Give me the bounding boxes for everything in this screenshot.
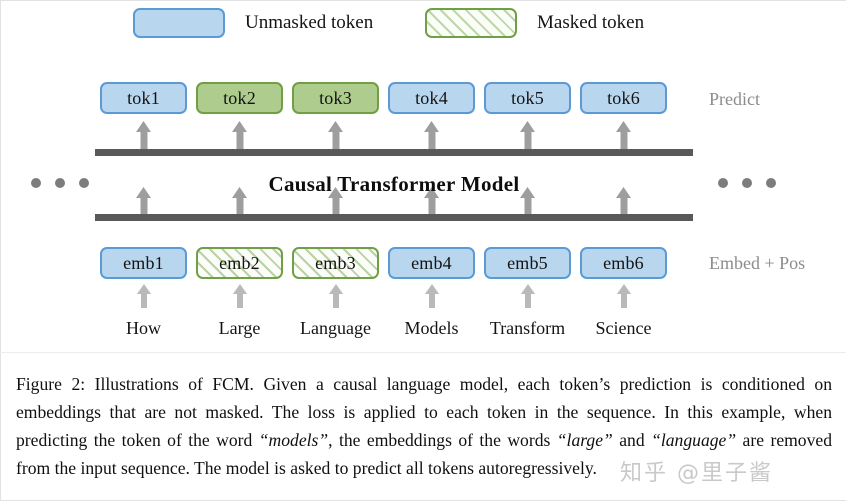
arrow-up-output-1 xyxy=(136,121,151,149)
caption-text-3: and xyxy=(612,430,652,450)
figure-caption-divider xyxy=(0,352,846,353)
word-label-5: Transform xyxy=(489,318,566,338)
side-label-predict: Predict xyxy=(709,89,760,109)
word-label-2: Large xyxy=(218,318,261,338)
token-node-6: tok6 xyxy=(580,82,667,114)
ellipsis-dot xyxy=(718,178,728,188)
token-row: tok1 tok2 tok3 tok4 tok5 tok6 xyxy=(100,82,667,114)
arrow-up-output-6 xyxy=(616,121,631,149)
embedding-row: emb1 emb2 emb3 emb4 emb5 emb6 xyxy=(100,247,667,279)
word-label-6: Science xyxy=(595,318,652,338)
legend-item-masked: Masked token xyxy=(425,8,644,38)
ellipsis-dot xyxy=(31,178,41,188)
embedding-node-6: emb6 xyxy=(580,247,667,279)
embedding-node-4: emb4 xyxy=(388,247,475,279)
arrow-up-word-6 xyxy=(617,284,631,308)
legend: Unmasked token Masked token xyxy=(0,0,846,62)
arrow-up-output-2 xyxy=(232,121,247,149)
embedding-node-5: emb5 xyxy=(484,247,571,279)
arrow-up-output-4 xyxy=(424,121,439,149)
caption-text-4: are removed from the input sequence. The… xyxy=(16,430,833,478)
caption-emphasis-large: “large” xyxy=(556,430,613,450)
transformer-bottom-bar xyxy=(95,214,693,221)
side-label-embed-pos: Embed + Pos xyxy=(709,253,806,273)
caption-text-1: Illustrations of FCM. Given a causal lan… xyxy=(16,374,832,450)
legend-label-unmasked: Unmasked token xyxy=(245,12,374,33)
arrow-up-word-2 xyxy=(233,284,247,308)
token-node-1: tok1 xyxy=(100,82,187,114)
fcm-diagram: tok1 tok2 tok3 tok4 tok5 tok6 xyxy=(31,82,806,339)
figure-caption: Figure 2: Illustrations of FCM. Given a … xyxy=(16,370,832,482)
token-node-4: tok4 xyxy=(388,82,475,114)
word-label-4: Models xyxy=(404,318,459,338)
arrow-up-word-3 xyxy=(329,284,343,308)
ellipsis-dot xyxy=(766,178,776,188)
ellipsis-left xyxy=(31,178,89,188)
caption-emphasis-models: “models” xyxy=(258,430,329,450)
word-label-3: Language xyxy=(300,318,371,338)
ellipsis-dot xyxy=(742,178,752,188)
embedding-node-1: emb1 xyxy=(100,247,187,279)
caption-emphasis-language: “language” xyxy=(651,430,737,450)
legend-label-masked: Masked token xyxy=(537,12,645,33)
transformer-top-bar xyxy=(95,149,693,156)
watermark: 知乎 @里子酱 xyxy=(620,461,773,486)
page-frame-left xyxy=(0,0,1,501)
ellipsis-right xyxy=(718,178,776,188)
model-label: Causal Transformer Model xyxy=(268,172,520,196)
word-row: How Large Language Models Transform Scie… xyxy=(100,318,667,339)
token-node-3: tok3 xyxy=(292,82,379,114)
legend-item-unmasked: Unmasked token xyxy=(133,8,373,38)
embedding-node-3: emb3 xyxy=(292,247,379,279)
arrow-up-word-1 xyxy=(137,284,151,308)
embedding-node-2: emb2 xyxy=(196,247,283,279)
word-label-1: How xyxy=(126,318,161,338)
token-node-5: tok5 xyxy=(484,82,571,114)
arrow-up-output-5 xyxy=(520,121,535,149)
legend-swatch-masked-token xyxy=(425,8,517,38)
figure-number: Figure 2: xyxy=(16,374,86,394)
arrow-up-output-3 xyxy=(328,121,343,149)
token-node-2: tok2 xyxy=(196,82,283,114)
arrow-up-word-5 xyxy=(521,284,535,308)
caption-text-2: , the embeddings of the words xyxy=(328,430,557,450)
arrow-up-word-4 xyxy=(425,284,439,308)
legend-swatch-unmasked-token xyxy=(133,8,225,38)
page-frame-top xyxy=(0,0,846,1)
ellipsis-dot xyxy=(79,178,89,188)
ellipsis-dot xyxy=(55,178,65,188)
